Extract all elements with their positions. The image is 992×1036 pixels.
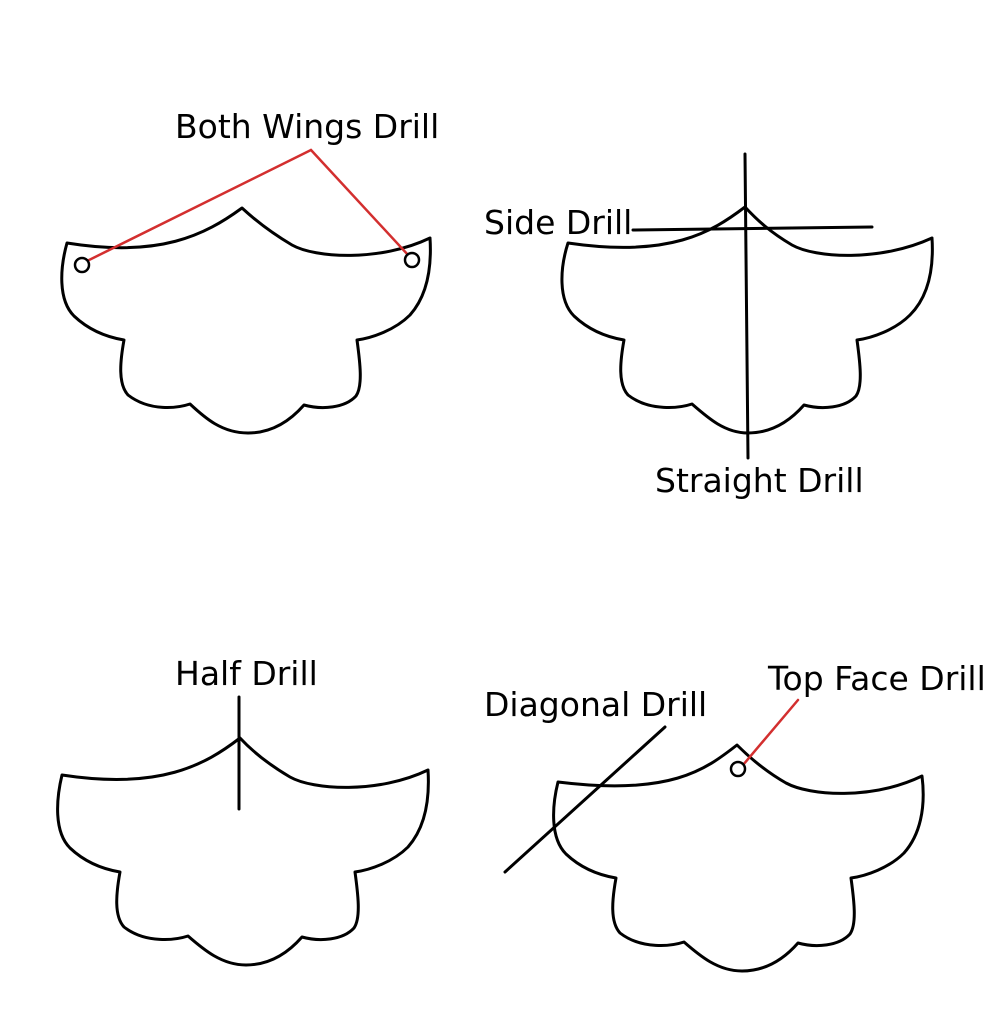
wing-drill-hole-left xyxy=(73,256,91,274)
label-top-face-drill: Top Face Drill xyxy=(767,659,986,698)
label-diagonal-drill: Diagonal Drill xyxy=(484,685,707,724)
panel-diagonal-topface: Diagonal Drill Top Face Drill xyxy=(484,659,986,973)
wing-drill-leader-right xyxy=(309,148,411,258)
label-side-drill: Side Drill xyxy=(484,203,632,242)
straight-drill-line xyxy=(743,152,750,460)
top-face-drill-hole xyxy=(729,760,747,778)
bead-outline-2 xyxy=(560,205,934,435)
bead-outline-4 xyxy=(552,743,925,973)
label-both-wings-drill: Both Wings Drill xyxy=(175,107,439,146)
wing-drill-leader-left xyxy=(79,148,313,266)
top-face-drill-leader xyxy=(741,698,800,767)
label-half-drill: Half Drill xyxy=(175,654,318,693)
side-drill-line xyxy=(631,225,874,232)
wing-drill-hole-right xyxy=(403,251,421,269)
label-straight-drill: Straight Drill xyxy=(655,461,864,500)
bead-outline-3 xyxy=(56,736,430,967)
panel-both-wings: Both Wings Drill xyxy=(60,107,439,435)
panel-half-drill: Half Drill xyxy=(56,654,430,967)
panel-side-straight: Side Drill Straight Drill xyxy=(484,152,934,500)
bead-outline-1 xyxy=(60,206,432,435)
diagonal-drill-line xyxy=(503,725,667,874)
